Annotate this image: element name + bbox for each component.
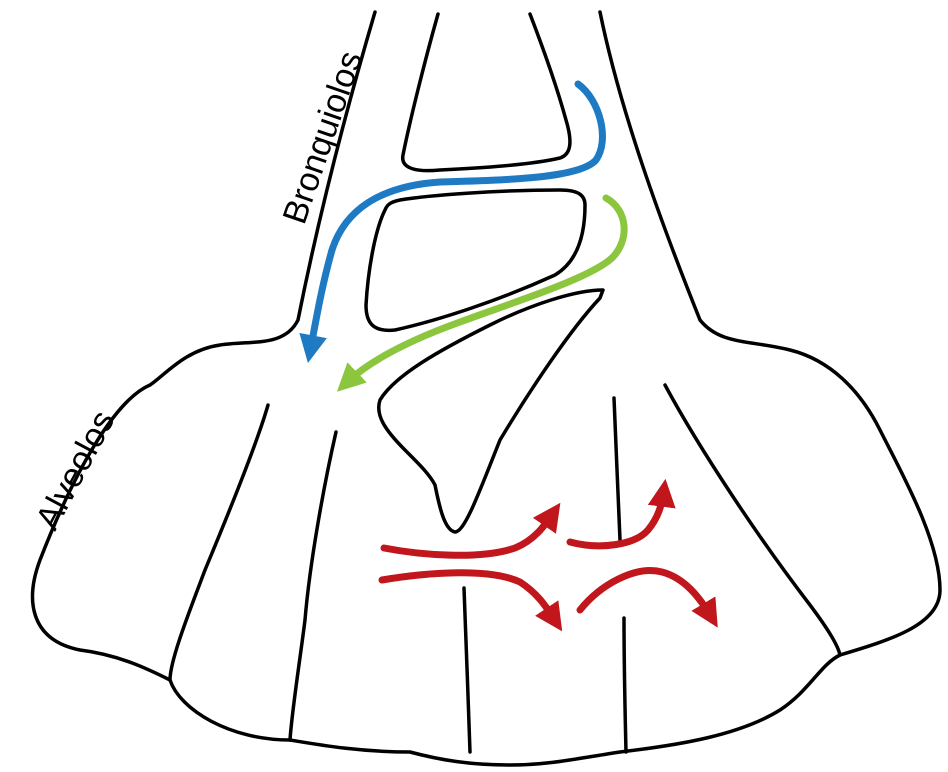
alveolar-septum-5 <box>624 618 626 752</box>
alveolar-septum-3 <box>464 588 470 752</box>
red-exchange-arrow-lower-right <box>580 571 712 618</box>
alveolar-septum-1 <box>170 405 268 680</box>
red-exchange-arrow-lower-left <box>382 573 556 622</box>
upper-partition <box>403 14 570 171</box>
middle-partition <box>366 190 585 330</box>
alveoli-label: Alveolos <box>29 404 123 535</box>
airway-outer-outline <box>33 12 940 765</box>
alveolar-septum-2 <box>290 432 336 740</box>
alveolar-septum-6 <box>665 385 840 655</box>
alveolar-septum-4 <box>614 398 620 540</box>
